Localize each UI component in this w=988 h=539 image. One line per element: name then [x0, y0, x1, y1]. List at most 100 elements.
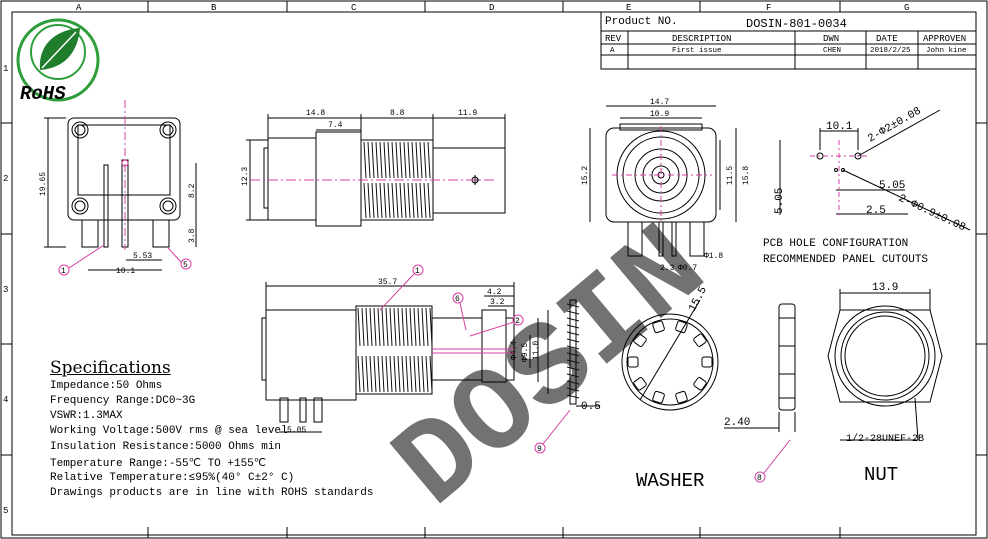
pcb-holes — [779, 109, 971, 231]
spec-line: Working Voltage:500V rms @ sea level — [50, 425, 288, 437]
inner-frame — [11, 11, 977, 536]
dim-side-101: 10.1 — [116, 267, 135, 276]
title-block-header: REV — [605, 34, 622, 44]
rohs-logo: RoHS — [16, 18, 100, 105]
side-view — [44, 100, 197, 271]
thread-section — [357, 307, 433, 393]
washer-teeth — [566, 303, 580, 399]
column-label: B — [211, 3, 217, 13]
column-label: F — [766, 3, 771, 13]
rohs-text: RoHS — [20, 83, 66, 105]
dim-sec-42: 4.2 — [487, 288, 502, 297]
spec-line: Frequency Range:DC0~3G — [50, 395, 196, 407]
row-label: 3 — [3, 285, 8, 295]
dim-sec-32: 3.2 — [490, 298, 505, 307]
callout-label: 6 — [455, 295, 460, 304]
dim-top-88: 8.8 — [390, 109, 405, 118]
dim-pcb-505a: 5.05 — [774, 188, 786, 214]
callout-9: 9 — [534, 409, 571, 454]
dim-front-115: 11.5 — [726, 166, 735, 185]
row-label: 4 — [3, 395, 8, 405]
title-block-headers: REV DESCRIPTION DWN DATE APPROVEN — [605, 34, 966, 44]
callout-label: 9 — [537, 445, 542, 454]
washer-label: WASHER — [636, 470, 704, 492]
callout-6-section: 6 — [452, 292, 467, 331]
nut-face — [827, 289, 943, 441]
title-block-cell: 2018/2/25 — [870, 47, 911, 55]
dim-washer-05: 0.5 — [581, 401, 601, 413]
section-view — [261, 282, 549, 433]
spec-line: Insulation Resistance:5000 Ohms min — [50, 441, 282, 453]
callout-5-side: 5 — [167, 247, 192, 270]
dim-front-18: Φ1.8 — [704, 252, 723, 261]
washer-notches — [627, 320, 713, 404]
product-no: DOSIN-801-0034 — [746, 17, 847, 31]
pcb-caption-1: PCB HOLE CONFIGURATION — [763, 238, 908, 250]
column-label: C — [351, 3, 357, 13]
dim-sec-44: Φ4.4 — [510, 341, 519, 360]
dim-pcb-d2: 2-Φ2±0.08 — [866, 105, 923, 145]
callout-label: 1 — [415, 267, 420, 276]
row-label: 1 — [3, 64, 8, 74]
column-label: A — [76, 3, 82, 13]
dim-top-123: 12.3 — [241, 167, 250, 186]
callout-label: 1 — [61, 267, 66, 276]
product-no-label: Product NO. — [605, 16, 678, 28]
front-view — [589, 105, 737, 257]
column-labels: A B C D E F G — [76, 3, 909, 13]
dim-nut-240: 2.40 — [724, 417, 750, 429]
dim-front-152: 15.2 — [581, 166, 590, 185]
callout-label: 5 — [183, 261, 188, 270]
spec-line: Relative Temperature:≤95%(40° C±2° C) — [50, 472, 295, 484]
dim-front-07: Φ0.7 — [678, 264, 697, 273]
dim-top-119: 11.9 — [458, 109, 477, 118]
spec-line: Impedance:50 Ohms — [50, 380, 163, 392]
dim-sec-110: 11.0 — [532, 341, 541, 360]
dim-front-158: 15.8 — [742, 166, 751, 185]
callout-1-section: 1 — [379, 264, 424, 311]
dim-front-23: 2.3 — [660, 264, 675, 273]
dim-sec-505: 5.05 — [287, 426, 306, 435]
dim-side-h: 19.65 — [39, 172, 48, 196]
column-label: E — [626, 3, 631, 13]
dim-sec-357: 35.7 — [378, 278, 397, 287]
top-view — [246, 114, 506, 227]
callout-label: 8 — [757, 474, 762, 483]
title-block-header: DESCRIPTION — [672, 34, 731, 44]
dim-pcb-505b: 5.05 — [879, 180, 905, 192]
pcb-caption-2: RECOMMENDED PANEL CUTOUTS — [763, 254, 928, 266]
title-block-header: DATE — [876, 34, 898, 44]
title-block — [600, 11, 977, 70]
spec-line: VSWR:1.3MAX — [50, 410, 123, 422]
title-block-cell: First issue — [672, 47, 722, 55]
nut-label: NUT — [864, 464, 898, 486]
dim-side-553: 5.53 — [133, 252, 152, 261]
washer-face — [621, 299, 719, 411]
spec-line: Temperature Range:-55℃ TO +155℃ — [50, 458, 267, 470]
title-block-header: DWN — [823, 34, 839, 44]
column-label: D — [489, 3, 494, 13]
dim-side-82: 8.2 — [188, 183, 197, 198]
specs-title: Specifications — [50, 358, 171, 378]
dim-pcb-25: 2.5 — [866, 205, 886, 217]
thread-top — [363, 141, 431, 219]
callout-8: 8 — [754, 439, 791, 483]
dim-side-38: 3.8 — [188, 228, 197, 243]
title-block-cell: A — [610, 47, 615, 55]
row-label: 5 — [3, 506, 8, 516]
dim-nut-139: 13.9 — [872, 282, 898, 294]
nut-edge — [724, 303, 796, 432]
column-label: G — [904, 3, 909, 13]
dim-pcb-101: 10.1 — [826, 121, 853, 133]
title-block-header: APPROVEN — [923, 34, 966, 44]
washer-edge — [569, 299, 600, 407]
spec-line: Drawings products are in line with ROHS … — [50, 487, 374, 499]
dim-nut-thread: 1/2-28UNEF-2B — [846, 433, 924, 445]
callout-label: 2 — [515, 317, 520, 326]
dim-sec-95: Φ9.5 — [521, 343, 530, 362]
